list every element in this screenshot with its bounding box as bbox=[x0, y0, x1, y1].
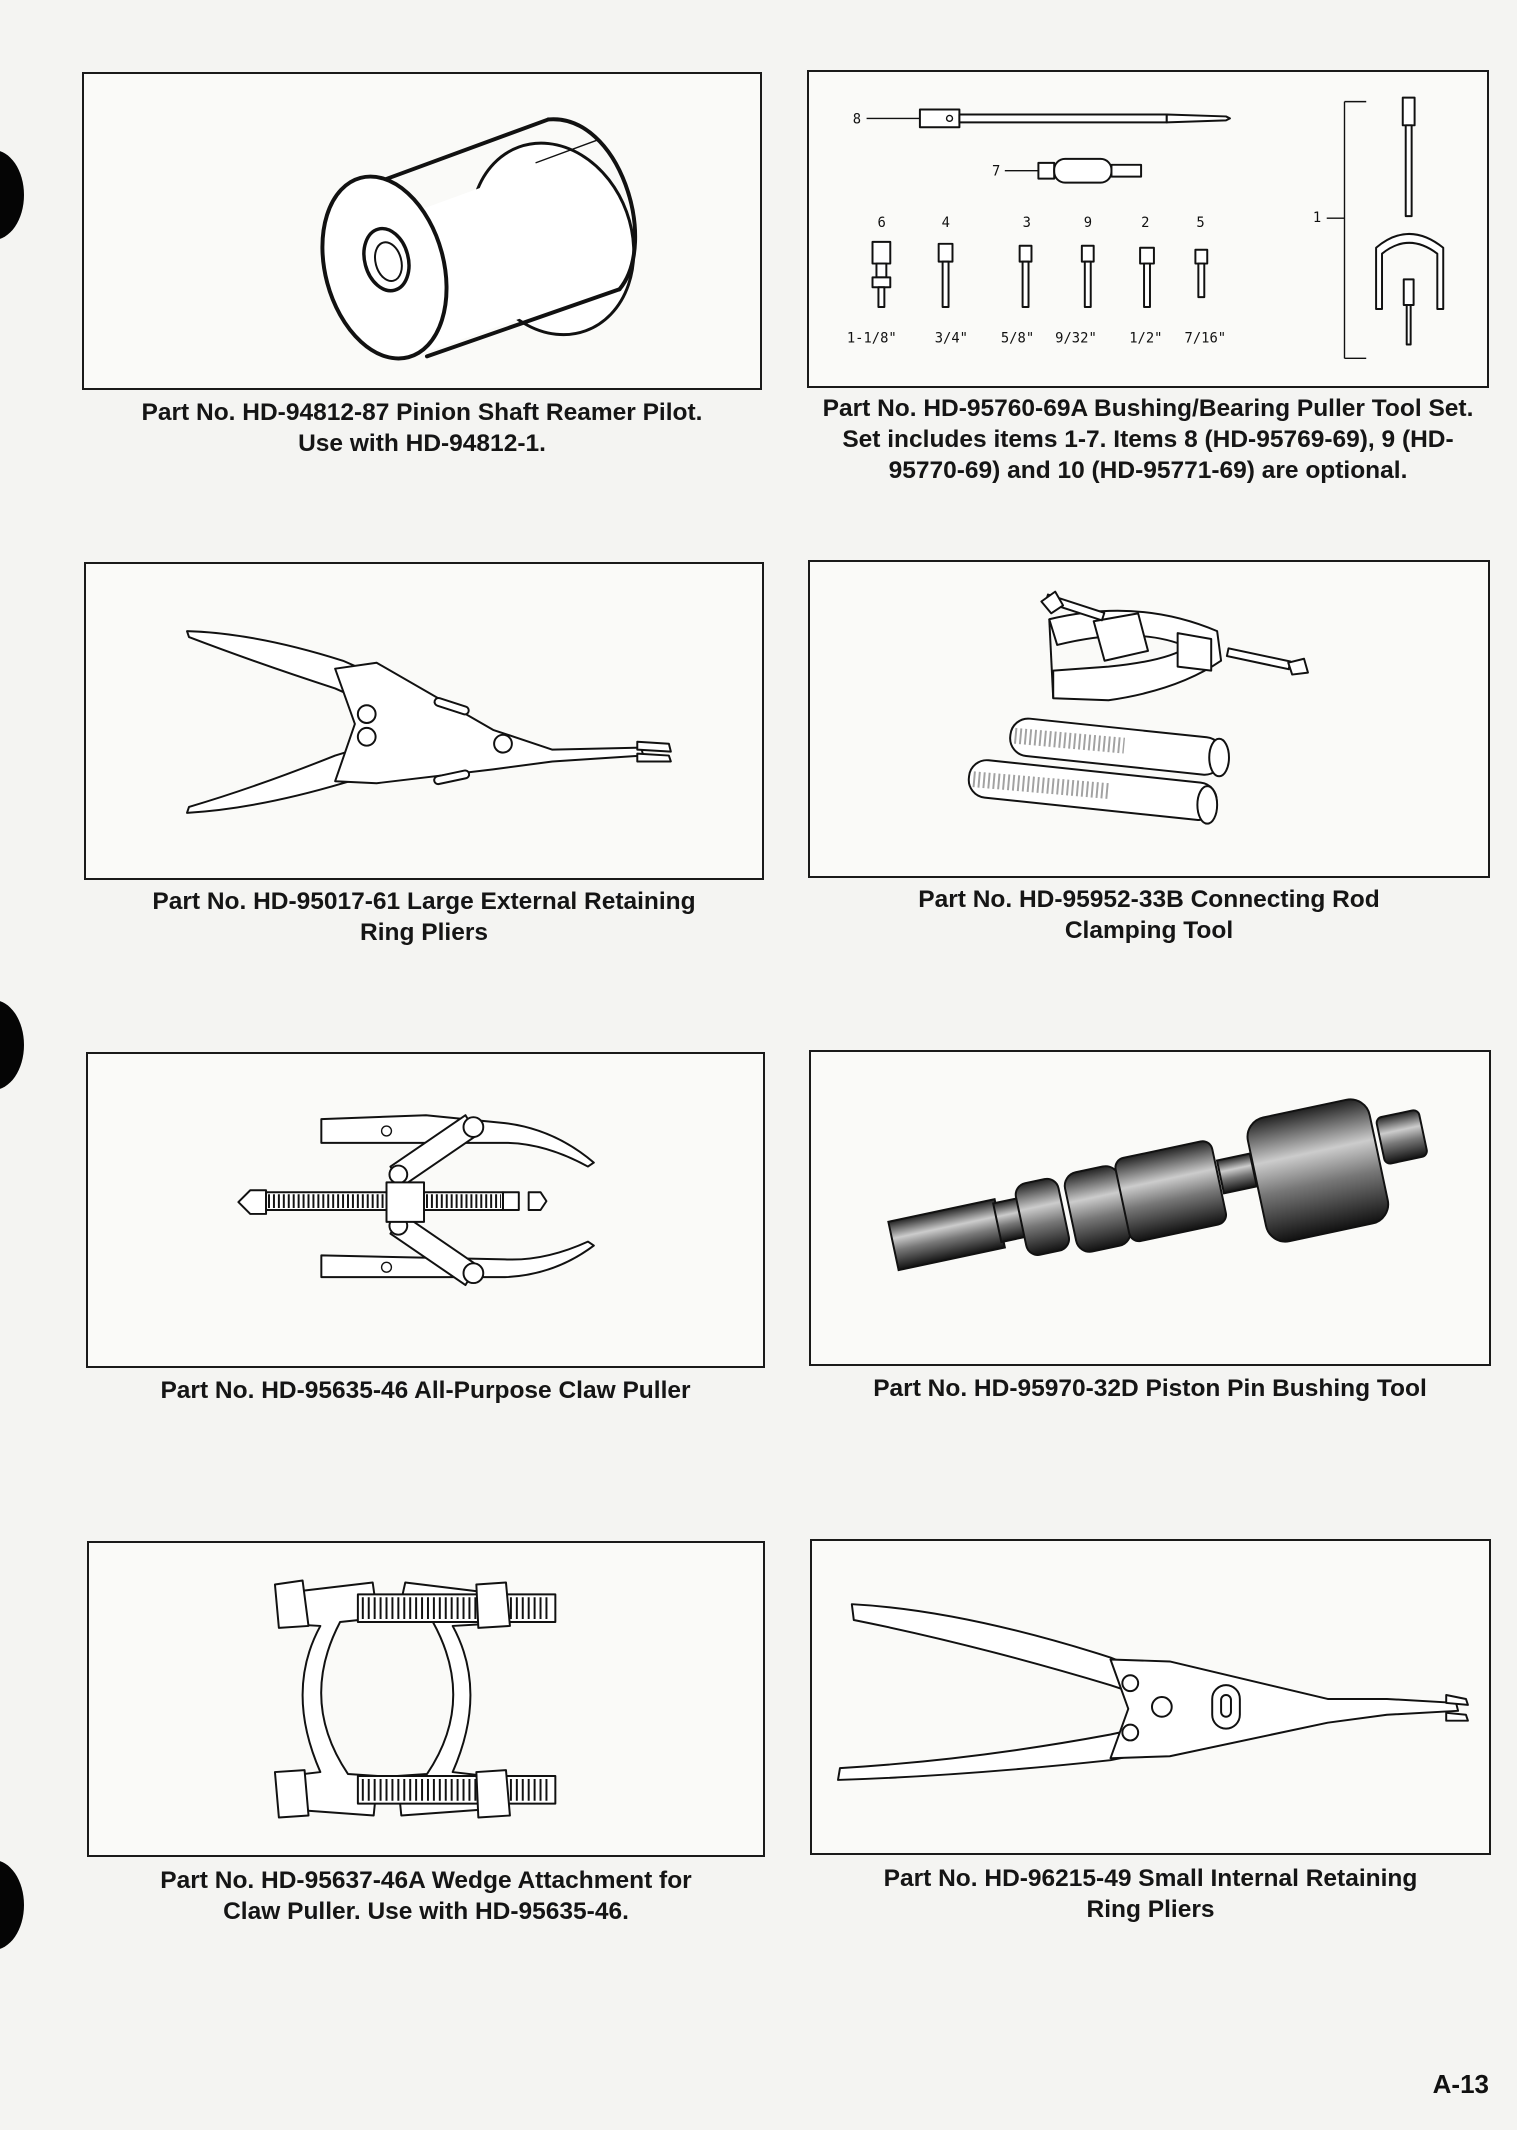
puller-set-illustration: 8 7 6 4 3 9 2 5 1-1/8" 3/4" 5/8" 9/32" bbox=[847, 96, 1445, 360]
label-size-5-8: 5/8" bbox=[1001, 331, 1034, 347]
figure-reamer-pilot bbox=[82, 72, 762, 390]
figure-internal-ring-pliers bbox=[810, 1539, 1491, 1855]
reamer-pilot-illustration bbox=[320, 117, 638, 361]
page-number: A-13 bbox=[1432, 2069, 1489, 2099]
label-item-1: 1 bbox=[1313, 210, 1321, 226]
figure-external-ring-pliers bbox=[84, 562, 764, 880]
label-item-2: 2 bbox=[1141, 215, 1149, 231]
caption-wedge-attachment: Part No. HD-95637-46A Wedge Attachment f… bbox=[160, 1867, 692, 1925]
binder-hole bbox=[0, 1860, 24, 1950]
external-pliers-illustration bbox=[186, 630, 672, 814]
label-size-1-2: 1/2" bbox=[1129, 331, 1162, 347]
label-size-1-1-8: 1-1/8" bbox=[847, 331, 897, 347]
label-item-9: 9 bbox=[1084, 215, 1092, 231]
label-item-7: 7 bbox=[992, 164, 1000, 180]
internal-pliers-illustration bbox=[837, 1603, 1469, 1781]
label-size-9-32: 9/32" bbox=[1055, 331, 1097, 347]
clamping-tool-illustration bbox=[967, 590, 1309, 825]
figure-puller-tool-set: 8 7 6 4 3 9 2 5 1-1/8" 3/4" 5/8" 9/32" bbox=[807, 70, 1489, 388]
label-item-3: 3 bbox=[1023, 215, 1031, 231]
label-size-3-4: 3/4" bbox=[935, 331, 968, 347]
bushing-tool-illustration bbox=[887, 1098, 1428, 1272]
caption-reamer-pilot: Part No. HD-94812-87 Pinion Shaft Reamer… bbox=[141, 399, 703, 457]
figure-piston-pin-bushing-tool bbox=[809, 1050, 1491, 1366]
caption-external-ring-pliers: Part No. HD-95017-61 Large External Reta… bbox=[152, 888, 696, 946]
claw-puller-illustration bbox=[237, 1114, 595, 1287]
label-item-5: 5 bbox=[1196, 215, 1204, 231]
label-item-6: 6 bbox=[877, 215, 885, 231]
caption-puller-tool-set: Part No. HD-95760-69A Bushing/Bearing Pu… bbox=[822, 395, 1474, 484]
caption-rod-clamping-tool: Part No. HD-95952-33B Connecting Rod Cla… bbox=[918, 886, 1380, 944]
binder-hole bbox=[0, 150, 24, 240]
label-item-4: 4 bbox=[942, 215, 950, 231]
caption-claw-puller: Part No. HD-95635-46 All-Purpose Claw Pu… bbox=[160, 1377, 691, 1404]
caption-piston-pin-bushing-tool: Part No. HD-95970-32D Piston Pin Bushing… bbox=[873, 1375, 1427, 1402]
wedge-attachment-illustration bbox=[273, 1579, 557, 1819]
figure-claw-puller bbox=[86, 1052, 765, 1368]
figure-rod-clamping-tool bbox=[808, 560, 1490, 878]
caption-internal-ring-pliers: Part No. HD-96215-49 Small Internal Reta… bbox=[883, 1865, 1418, 1923]
figure-wedge-attachment bbox=[87, 1541, 765, 1857]
label-item-8: 8 bbox=[853, 111, 861, 127]
binder-hole bbox=[0, 1000, 24, 1090]
label-size-7-16: 7/16" bbox=[1185, 331, 1227, 347]
